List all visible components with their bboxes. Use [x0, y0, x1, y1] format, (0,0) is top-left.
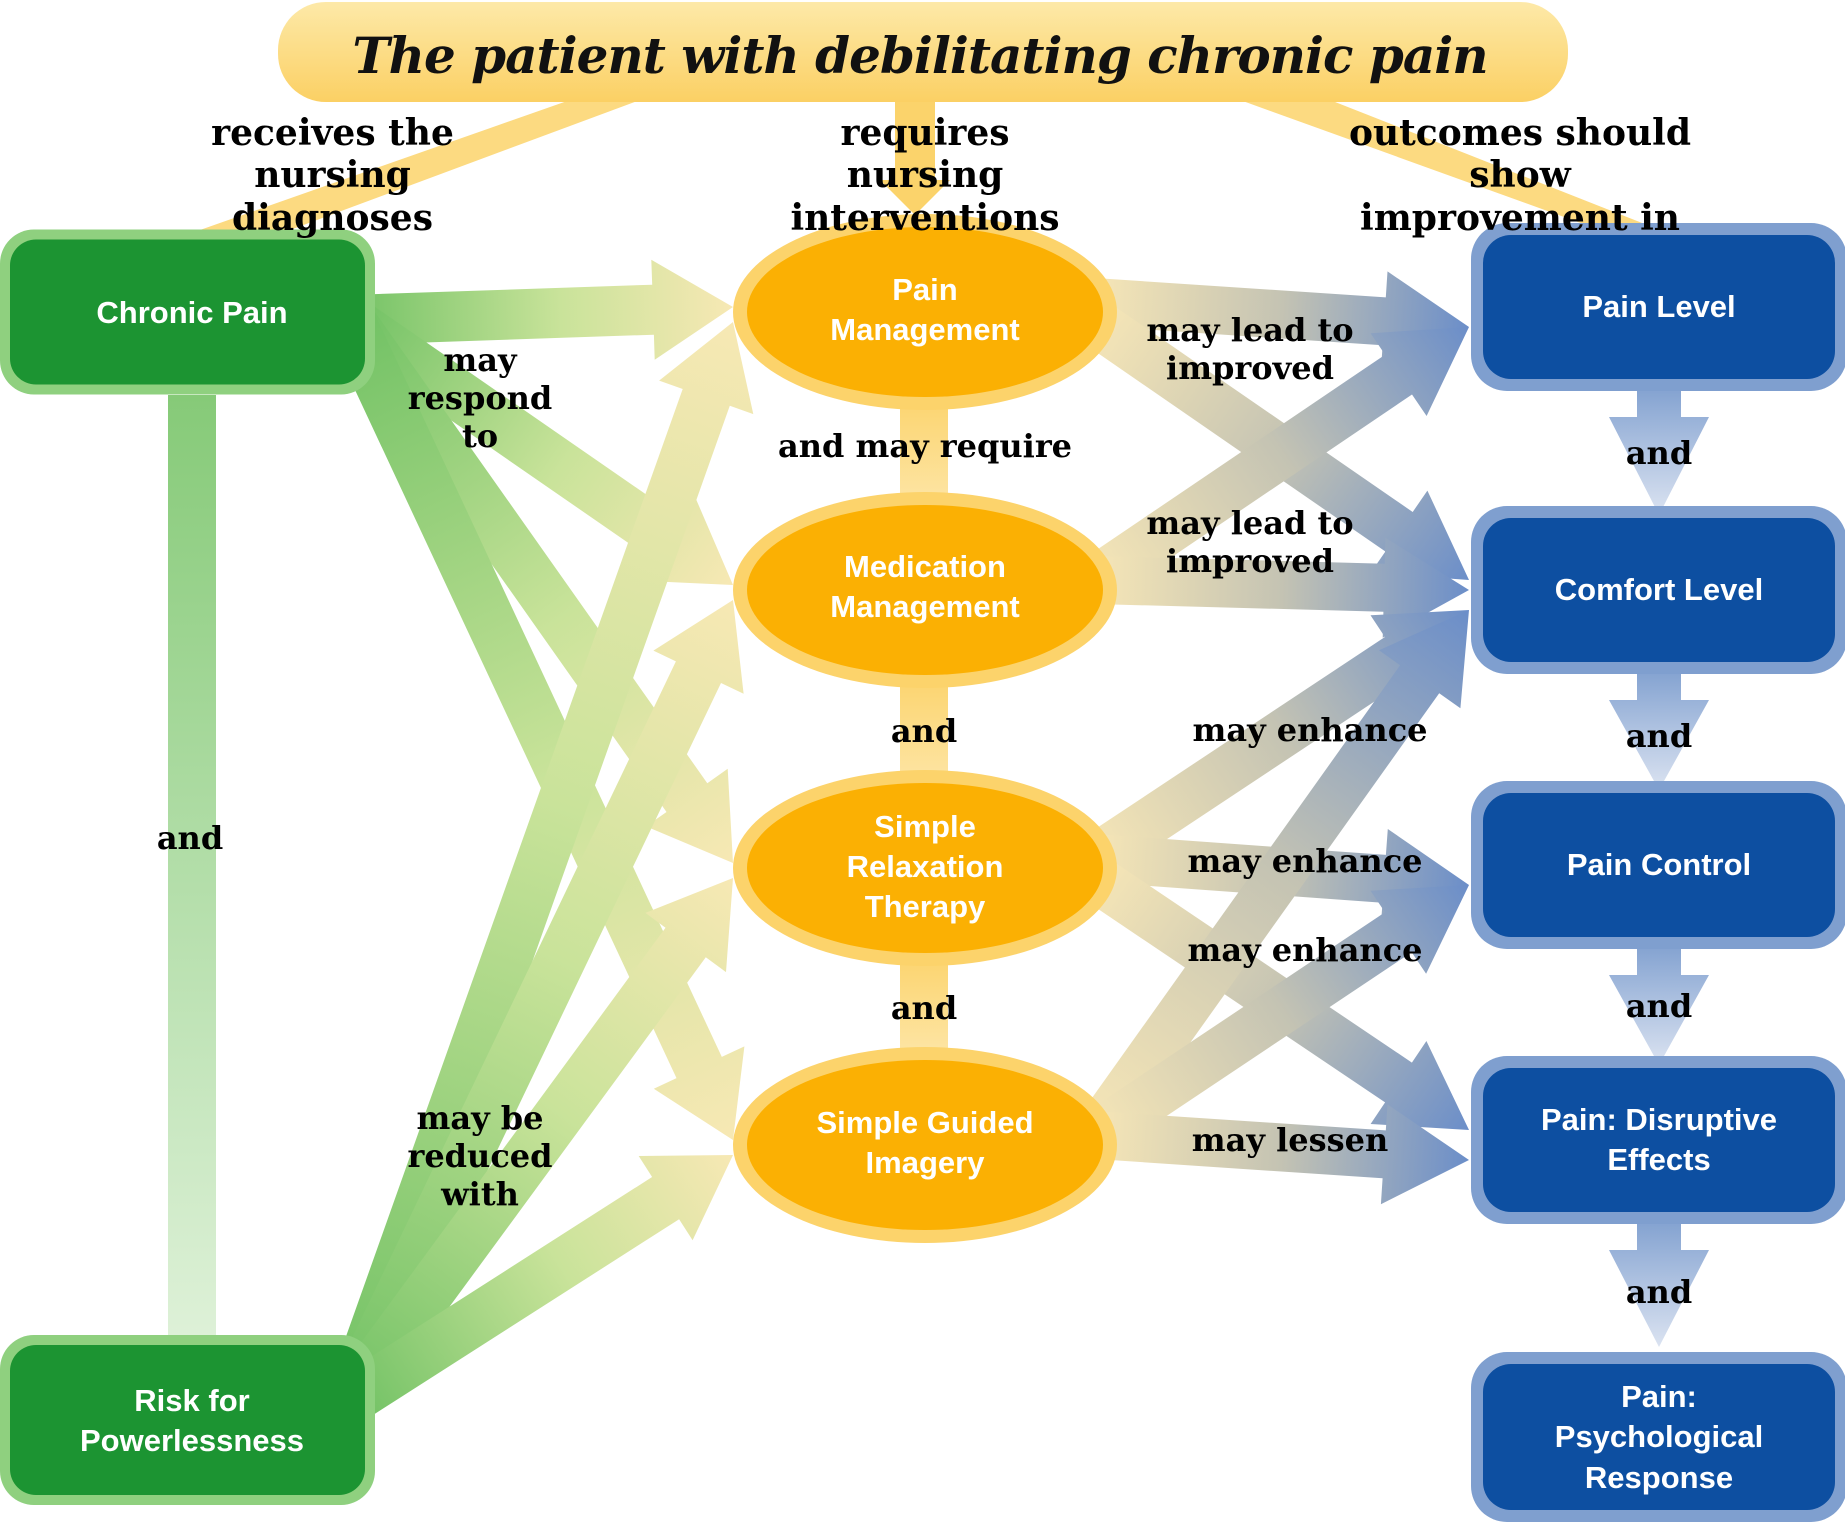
label-may-lead-to-improved-1: may lead to improved — [1146, 311, 1354, 387]
outcome-pain-disruptive-effects[interactable]: Pain: Disruptive Effects — [1541, 1101, 1777, 1177]
outcome-chain-arrows — [1609, 382, 1709, 1347]
diagnosis-and-bar — [168, 395, 216, 1340]
title-band — [278, 2, 1568, 102]
label-outcome-and-2: and — [1625, 717, 1693, 755]
outcome-edges — [1075, 271, 1470, 1205]
node-medication-management[interactable] — [747, 505, 1103, 675]
intervention-link-3 — [900, 950, 948, 1060]
node-risk-for-powerlessness[interactable] — [10, 1345, 365, 1495]
node-pain-control[interactable] — [1483, 793, 1835, 937]
node-pain-level[interactable] — [1483, 235, 1835, 379]
title-band-group — [200, 2, 1660, 230]
edge-medication-management-to-pain-level[interactable] — [1081, 327, 1469, 600]
intervention-simple-relaxation-therapy[interactable]: Simple Relaxation Therapy — [846, 808, 1004, 925]
label-may-enhance-2: may enhance — [1187, 842, 1423, 880]
label-diagnosis-and: and — [156, 819, 224, 857]
edge-simple-relaxation-therapy-to-comfort-level[interactable] — [1081, 610, 1469, 878]
label-may-respond-to: may respond to — [407, 341, 553, 455]
diagnosis-chronic-pain[interactable]: Chronic Pain — [96, 294, 288, 330]
outcome-chain-arrow — [1609, 665, 1709, 790]
header-diagnoses: receives the nursing diagnoses — [211, 112, 454, 239]
intervention-pain-management[interactable]: Pain Management — [830, 271, 1020, 347]
label-intervention-and-2: and — [890, 989, 958, 1027]
edge-medication-management-to-comfort-level[interactable] — [1094, 537, 1469, 638]
edge-chronic-pain-to-medication-management[interactable] — [335, 299, 733, 585]
edge-risk-for-powerlessness-to-simple-relaxation-therapy[interactable] — [329, 878, 733, 1415]
title-connector-right — [1240, 100, 1660, 230]
outcome-chain-arrow — [1609, 940, 1709, 1065]
edge-simple-guided-imagery-to-pain-control[interactable] — [1081, 885, 1469, 1155]
label-may-be-reduced-with: may be reduced with — [407, 1099, 553, 1213]
node-pain-management[interactable] — [747, 227, 1103, 397]
outcome-chain-arrow — [1609, 1215, 1709, 1347]
label-and-may-require: and may require — [777, 427, 1073, 465]
label-outcome-and-1: and — [1625, 434, 1693, 472]
edge-chronic-pain-to-simple-guided-imagery[interactable] — [327, 309, 745, 1140]
edge-risk-for-powerlessness-to-pain-management[interactable] — [326, 322, 754, 1409]
label-intervention-and-1: and — [890, 712, 958, 750]
label-may-enhance-3: may enhance — [1187, 931, 1423, 969]
diagnosis-risk-for-powerlessness[interactable]: Risk for Powerlessness — [79, 1382, 305, 1458]
node-simple-guided-imagery[interactable] — [747, 1060, 1103, 1230]
label-may-lead-to-improved-2: may lead to improved — [1146, 504, 1354, 580]
header-outcomes: outcomes should show improvement in — [1348, 112, 1692, 239]
label-outcome-and-4: and — [1625, 1273, 1693, 1311]
label-may-enhance-1: may enhance — [1192, 711, 1428, 749]
edge-chronic-pain-to-pain-management[interactable] — [349, 259, 733, 360]
intervention-link-2 — [900, 670, 948, 790]
label-may-lessen: may lessen — [1191, 1121, 1389, 1159]
node-simple-relaxation-therapy[interactable] — [747, 783, 1103, 953]
intervention-link-1 — [900, 390, 948, 510]
diagnosis-edges — [326, 259, 754, 1422]
edge-simple-guided-imagery-to-pain-disruptive-effects[interactable] — [1093, 1104, 1469, 1205]
diagram-title: The patient with debilitating chronic pa… — [352, 25, 1488, 85]
node-chronic-pain[interactable] — [10, 239, 365, 385]
intervention-simple-guided-imagery[interactable]: Simple Guided Imagery — [816, 1104, 1034, 1180]
edge-risk-for-powerlessness-to-medication-management[interactable] — [327, 600, 744, 1411]
outcome-pain-psychological-response[interactable]: Pain: Psychological Response — [1554, 1379, 1764, 1495]
header-interventions: requires nursing interventions — [790, 112, 1060, 239]
outcome-pain-level[interactable]: Pain Level — [1582, 288, 1736, 324]
nodes — [0, 214, 1845, 1522]
title-connector-center — [895, 100, 935, 190]
node-pain-psychological-response[interactable] — [1483, 1364, 1835, 1510]
title-connector-center-tip — [880, 180, 950, 215]
node-comfort-level[interactable] — [1483, 518, 1835, 662]
outcome-pain-control[interactable]: Pain Control — [1566, 846, 1752, 882]
edge-pain-management-to-pain-level[interactable] — [1093, 271, 1469, 372]
outcome-chain-arrow — [1609, 382, 1709, 515]
title-connector-left — [200, 100, 640, 230]
edge-risk-for-powerlessness-to-simple-guided-imagery[interactable] — [336, 1155, 734, 1422]
intervention-medication-management[interactable]: Medication Management — [830, 548, 1020, 624]
outcome-comfort-level[interactable]: Comfort Level — [1554, 571, 1764, 607]
label-outcome-and-3: and — [1625, 987, 1693, 1025]
edge-simple-guided-imagery-to-comfort-level[interactable] — [1075, 610, 1470, 1149]
node-pain-disruptive-effects[interactable] — [1483, 1068, 1835, 1212]
